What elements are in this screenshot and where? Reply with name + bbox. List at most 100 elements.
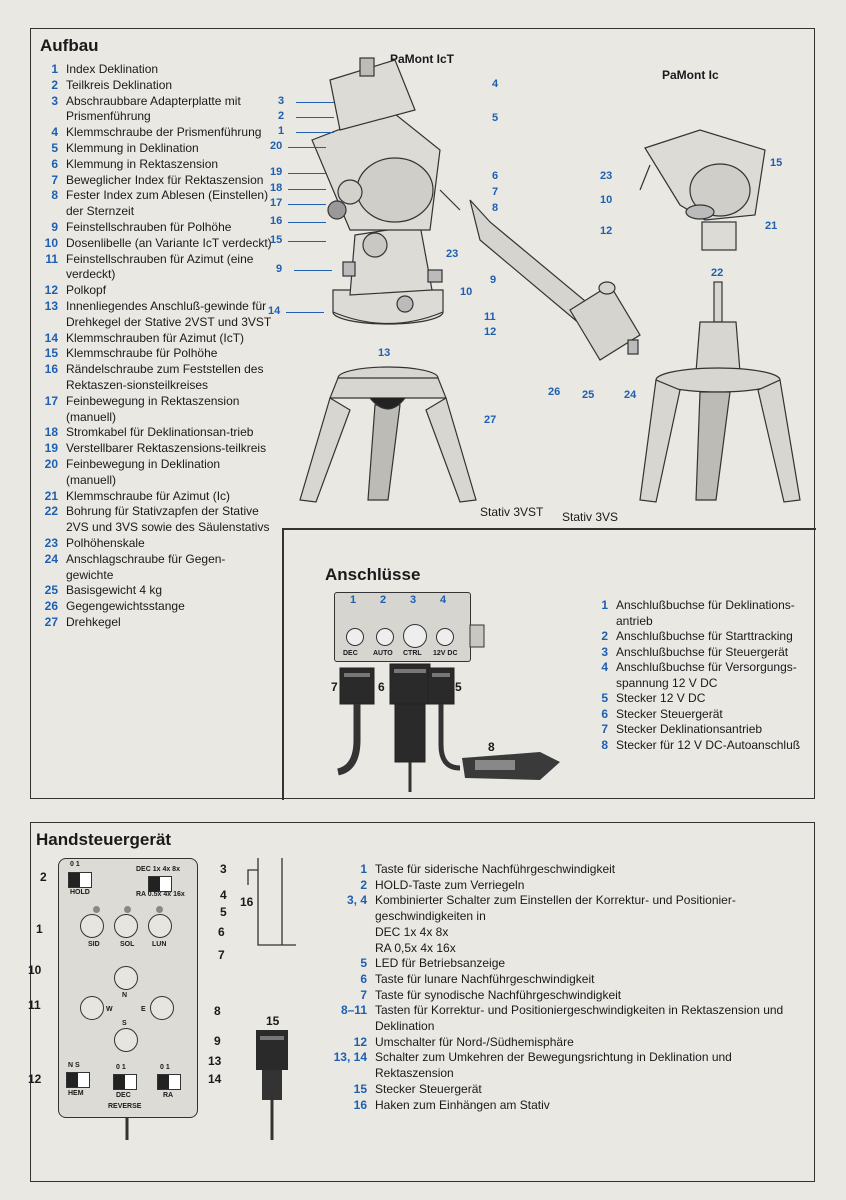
callout-label: 12 (600, 225, 613, 237)
socket-label: 12V DC (433, 650, 458, 657)
stand-3vst-label: Stativ 3VST (480, 505, 544, 519)
socket-label: AUTO (373, 650, 393, 657)
callout-leader (288, 147, 326, 148)
hand-section (30, 822, 815, 1182)
legend-text: Stecker Steuergerät (375, 1081, 482, 1096)
hem-switch[interactable] (66, 1072, 90, 1088)
hold-label: HOLD (70, 889, 90, 896)
legend-item: RA 0,5x 4x 16x (325, 941, 810, 957)
legend-text: Polhöhenskale (66, 535, 145, 550)
legend-number: 16 (44, 362, 58, 377)
legend-item: 3 Anschlußbuchse für Steuergerät (594, 645, 809, 661)
callout-leader (288, 222, 326, 223)
legend-text: Basisgewicht 4 kg (66, 583, 163, 598)
dec-reverse-switch[interactable] (113, 1074, 137, 1090)
legend-number: 23 (44, 535, 58, 550)
callout-label: 14 (208, 1072, 222, 1086)
legend-text: Umschalter für Nord-/Südhemisphäre (375, 1034, 574, 1049)
legend-number: 2 (51, 77, 58, 92)
legend-text: Bohrung für Stativzapfen der Stative 2VS… (66, 504, 270, 535)
callout-label: 7 (492, 186, 499, 198)
legend-text: Taste für synodische Nachführgeschwindig… (375, 987, 622, 1002)
west-button[interactable] (80, 996, 104, 1020)
legend-number: 15 (353, 1081, 367, 1096)
callout-label: 9 (214, 1034, 221, 1048)
south-button[interactable] (114, 1028, 138, 1052)
legend-text: RA 0,5x 4x 16x (375, 940, 456, 955)
sol-button[interactable] (114, 914, 138, 938)
callout-leader (288, 189, 326, 190)
legend-number (325, 925, 367, 941)
speed-ra-row: RA 0.5x 4x 16x (136, 891, 185, 898)
legend-number: 1 (360, 862, 367, 876)
callout-label: 4 (492, 78, 499, 90)
callout-label: 11 (28, 998, 41, 1012)
legend-text: Kombinierter Schalter zum Einstellen der… (375, 893, 736, 924)
legend-number: 7 (601, 722, 608, 736)
legend-item: 15 Stecker Steuergerät (325, 1082, 810, 1098)
led-icon (93, 906, 100, 913)
callout-label: 15 (266, 1014, 280, 1028)
socket-label: CTRL (403, 650, 422, 657)
sid-label: SID (88, 941, 100, 948)
callout-label: 5 (220, 905, 227, 919)
callout-label: 9 (276, 263, 283, 275)
speed-dec-row: DEC 1x 4x 8x (136, 866, 180, 873)
callout-label: 11 (484, 311, 496, 323)
legend-text: Klemmschrauben für Azimut (IcT) (66, 330, 245, 345)
sid-button[interactable] (80, 914, 104, 938)
aufbau-inner-divider-v (282, 528, 284, 800)
callout-label: 3 (278, 95, 285, 107)
hand-title: Handsteuergerät (36, 830, 172, 849)
plug-number: 7 (331, 680, 338, 694)
east-button[interactable] (150, 996, 174, 1020)
ra-reverse-switch[interactable] (157, 1074, 181, 1090)
callout-label: 9 (490, 274, 497, 286)
legend-text: Anschlußbuchse für Steuergerät (616, 644, 789, 659)
legend-text: Taste für lunare Nachführgeschwindigkeit (375, 971, 595, 986)
led-icon (124, 906, 131, 913)
legend-text: Teilkreis Deklination (66, 77, 173, 92)
connector-panel (334, 592, 471, 662)
legend-text: Schalter zum Umkehren der Bewegungsricht… (375, 1050, 732, 1081)
legend-number: 25 (44, 583, 58, 598)
legend-number: 4 (51, 125, 58, 140)
callout-label: 1 (36, 922, 43, 936)
legend-text: Drehkegel (66, 614, 121, 629)
legend-number: 7 (360, 987, 367, 1002)
legend-number: 2 (360, 877, 367, 892)
stand-3vs-label: Stativ 3VS (562, 510, 619, 524)
legend-text: Feinbewegung in Rektaszension (manuell) (66, 393, 240, 424)
speed-switch[interactable] (148, 876, 172, 892)
legend-number: 15 (44, 346, 58, 361)
north-button[interactable] (114, 966, 138, 990)
callout-label: 20 (270, 140, 283, 152)
legend-number: 3 (51, 93, 58, 108)
socket-icon (436, 628, 454, 646)
lun-button[interactable] (148, 914, 172, 938)
callout-label: 2 (40, 870, 47, 884)
legend-number: 19 (44, 441, 58, 456)
legend-number: 3 (601, 644, 608, 659)
legend-number: 3, 4 (346, 893, 367, 908)
legend-text: Klemmschraube für Polhöhe (66, 346, 218, 361)
legend-text: Index Deklination (66, 62, 159, 76)
hold-switch[interactable] (68, 872, 92, 888)
callout-label: 2 (278, 110, 285, 122)
legend-item: 15 Klemmschraube für Polhöhe (40, 346, 272, 362)
legend-number: 8 (601, 737, 608, 752)
aufbau-section (30, 28, 815, 799)
legend-item: 25 Basisgewicht 4 kg (40, 583, 272, 599)
